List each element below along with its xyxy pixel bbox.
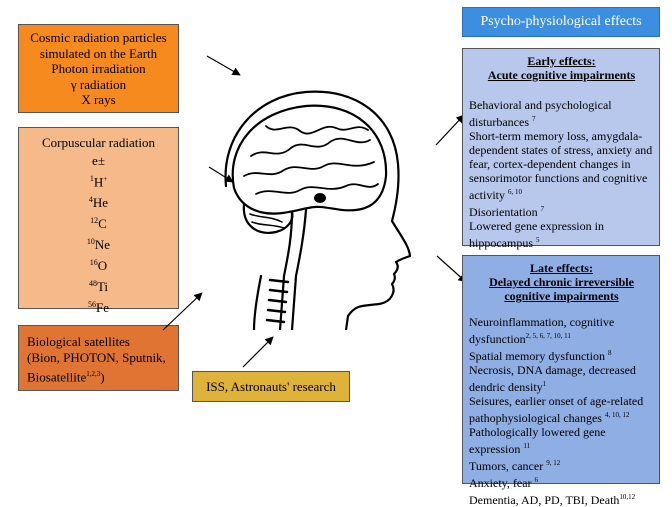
early-item: Short-term memory loss, amygdala-depende… (469, 129, 653, 202)
iss-label: ISS, Astronauts' research (206, 379, 336, 394)
late-item: Anxiety, fear 6 (469, 476, 539, 490)
cosmic-line: Photon irradiation (51, 61, 146, 76)
late-effects-box: Late effects: Delayed chronic irreversib… (462, 255, 660, 507)
effects-header-label: Psycho-physiological effects (480, 14, 642, 29)
cosmic-line: Cosmic radiation particles (30, 30, 167, 45)
particle-c: 12C (90, 216, 107, 232)
early-effects-box: Early effects: Acute cognitive impairmen… (462, 48, 660, 250)
particle-h: 1H+ (89, 174, 108, 190)
satellites-line: Biosatellite1,2,3) (27, 369, 105, 385)
cosmic-line: simulated on the Earth (39, 45, 158, 61)
late-item: Dementia, AD, PD, TBI, Death10,12 (469, 493, 636, 507)
cosmic-line: γ radiation (70, 76, 127, 92)
late-title: Late effects: (530, 261, 593, 275)
cosmic-line: X rays (81, 92, 116, 107)
late-subtitle: Delayed chronic irreversible (489, 275, 634, 289)
early-item: Behavioral and psychological disturbance… (469, 98, 612, 129)
arrow-iss (242, 336, 274, 368)
late-item: Tumors, cancer 9, 12 (469, 459, 561, 473)
corpuscular-radiation-box: Corpuscular radiation e± 1H+ 4He 12C 10N… (18, 127, 179, 315)
late-subtitle: cognitive impairments (504, 289, 619, 303)
late-item: Seisures, earlier onset of age-related p… (469, 394, 644, 425)
particle-o: 16O (89, 258, 108, 274)
satellites-line: Biological satellites (27, 334, 130, 349)
particle-he: 4He (88, 195, 109, 211)
arrow-early (435, 114, 465, 146)
late-item: Pathologically lowered gene expression 1… (469, 425, 606, 456)
early-item: Lowered gene expression in hippocampus 5 (469, 219, 604, 250)
particle-e: e± (92, 153, 105, 168)
late-item: Necrosis, DNA damage, decreased dendric … (469, 363, 636, 394)
effects-header: Psycho-physiological effects (462, 7, 660, 37)
early-subtitle: Acute cognitive impairments (487, 68, 636, 82)
particle-ne: 10Ne (86, 237, 111, 253)
satellites-line: (Bion, PHOTON, Sputnik, (27, 350, 166, 365)
iss-box: ISS, Astronauts' research (192, 371, 350, 402)
particle-fe: 56Fe (88, 300, 109, 316)
corpuscular-title: Corpuscular radiation (42, 135, 155, 150)
human-head-brain-sketch-icon (224, 90, 412, 330)
late-item: Neuroinflammation, cognitive dysfunction… (469, 315, 615, 346)
cosmic-radiation-box: Cosmic radiation particles simulated on … (18, 24, 179, 113)
particle-ti: 48Ti (88, 279, 109, 295)
arrow-cosmic (206, 55, 241, 76)
late-item: Spatial memory dysfunction 8 (469, 349, 612, 363)
early-item: Disorientation 7 (469, 205, 545, 219)
biological-satellites-box: Biological satellites (Bion, PHOTON, Spu… (18, 325, 179, 391)
early-title: Early effects: (527, 54, 596, 68)
